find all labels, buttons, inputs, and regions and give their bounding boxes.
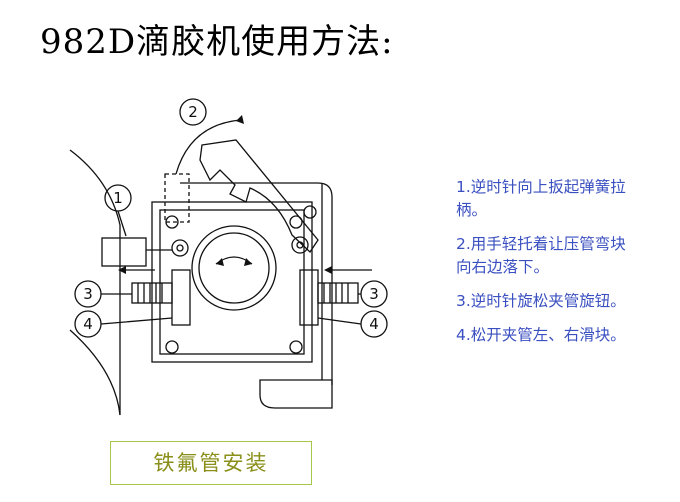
screw-bottom-left [165, 340, 179, 354]
rotor-outer [191, 225, 277, 311]
caption-box: 铁氟管安装 [110, 441, 312, 485]
screw-top-left [165, 215, 179, 229]
rotor-inner [198, 232, 270, 304]
spring-handle [164, 173, 190, 223]
pump-plate-inner [159, 209, 305, 355]
right-knob-grip [323, 283, 349, 303]
callout-label-3-left: 3 [83, 285, 93, 303]
arrow-lift-path [175, 119, 241, 175]
arrowhead-right [324, 266, 332, 274]
leader-4-left [100, 317, 173, 325]
arrowhead-left [118, 266, 126, 274]
step-3: 3.逆时针旋松夹管旋钮。 [456, 292, 626, 310]
screw-bottom-right [289, 340, 303, 354]
left-knob-grip [137, 283, 163, 303]
arrowhead-lift [236, 115, 244, 124]
callout-label-3-right: 3 [369, 285, 379, 303]
pump-installation-diagram: 2 1 3 4 3 4 [69, 98, 388, 416]
housing-top-edge [180, 182, 333, 385]
leader-4-right [317, 317, 362, 325]
pump-plate [151, 201, 313, 363]
callout-label-4-right: 4 [369, 315, 379, 333]
callout-circle-2 [179, 98, 207, 126]
housing-left-edge [69, 149, 121, 415]
spring-handle-base [101, 237, 147, 267]
screw-top-right [289, 215, 303, 229]
caption-text: 铁氟管安装 [153, 451, 269, 475]
left-clamp [171, 269, 191, 326]
instruction-list: 1.逆时针向上扳起弹簧拉柄。 2.用手轻托着让压管弯块向右边落下。 3.逆时针旋… [456, 176, 636, 358]
lever-arm [199, 139, 319, 254]
callout-label-4-left: 4 [83, 315, 93, 333]
lever-pivot-center [296, 241, 304, 249]
right-knob [317, 282, 359, 304]
housing-foot [259, 379, 333, 409]
screw-upper-right [303, 205, 317, 219]
page-title: 982D滴胶机使用方法: [40, 22, 394, 62]
rotor-arrowhead-right [244, 258, 252, 266]
left-knob [131, 282, 173, 304]
step-2: 2.用手轻托着让压管弯块向右边落下。 [456, 235, 626, 276]
handle-pivot-center [176, 244, 184, 252]
step-4: 4.松开夹管左、右滑块。 [456, 326, 626, 344]
callout-label-2: 2 [188, 103, 198, 121]
lever-pivot [291, 236, 309, 254]
handle-pivot [171, 239, 189, 257]
leader-1 [117, 210, 127, 237]
right-clamp [299, 269, 319, 326]
rotor-arrowhead-left [216, 258, 224, 266]
callout-label-1: 1 [113, 189, 123, 207]
housing-left-curve [69, 329, 121, 416]
step-1: 1.逆时针向上扳起弹簧拉柄。 [456, 178, 626, 219]
